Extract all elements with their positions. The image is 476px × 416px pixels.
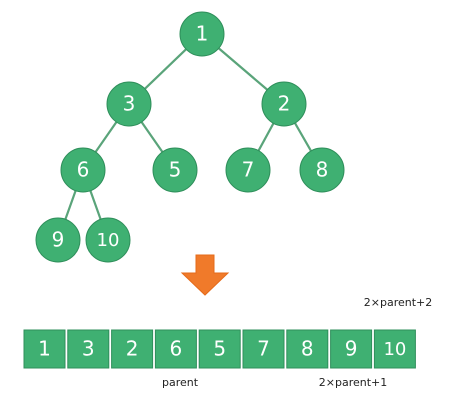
tree-node-label: 3 (123, 92, 136, 116)
index-formula-right-child: 2×parent+2 (364, 296, 433, 309)
tree-edge-n2-n8 (292, 120, 314, 154)
tree-edges (63, 45, 314, 223)
tree-node-5: 5 (152, 147, 198, 193)
tree-node-9: 9 (35, 217, 81, 263)
tree-edge-n3-n5 (139, 119, 165, 155)
array-cell-rect (67, 329, 110, 369)
tree-node-circle (261, 81, 307, 127)
parent-label: parent (162, 376, 199, 389)
tree-node-label: 6 (77, 158, 90, 182)
array-cell-rect (111, 329, 154, 369)
down-arrow-shape (180, 254, 230, 296)
tree-node-circle (106, 81, 152, 127)
array-cells: 1 3 2 6 5 7 8 9 10 (23, 329, 416, 369)
tree-node-label: 1 (196, 22, 209, 46)
tree-edge-n6-n10 (88, 187, 103, 223)
array-cell-label: 9 (345, 337, 358, 361)
tree-edge-n1-n3 (142, 46, 189, 92)
tree-node-circle (179, 11, 225, 57)
array-cell-1: 1 (23, 329, 66, 369)
array-cell-2: 2 (111, 329, 154, 369)
tree-node-circle (152, 147, 198, 193)
tree-edge-n2-n7 (256, 120, 276, 154)
tree-nodes: 1 3 2 6 5 7 8 9 10 (35, 11, 345, 263)
tree-edge-n1-n2 (216, 45, 270, 93)
array-cell-5: 5 (198, 329, 241, 369)
tree-node-label: 9 (52, 228, 65, 252)
tree-node-label: 2 (278, 92, 291, 116)
tree-node-1: 1 (179, 11, 225, 57)
array-cell-rect (154, 329, 197, 369)
array-cell-rect (286, 329, 329, 369)
tree-node-circle (35, 217, 81, 263)
array-cell-label: 3 (82, 337, 95, 361)
tree-node-circle (60, 147, 106, 193)
index-formula-left-child: 2×parent+1 (319, 376, 388, 389)
tree-node-7: 7 (225, 147, 271, 193)
tree-node-label: 10 (97, 230, 120, 251)
tree-node-circle (225, 147, 271, 193)
array-cell-label: 1 (38, 337, 51, 361)
array-cell-label: 8 (301, 337, 314, 361)
array-cell-rect (23, 329, 66, 369)
down-arrow-icon (180, 254, 230, 296)
array-cell-label: 6 (170, 337, 183, 361)
array-cell-3: 3 (67, 329, 110, 369)
tree-node-label: 8 (316, 158, 329, 182)
array-cell-6: 6 (154, 329, 197, 369)
array-cell-label: 2 (126, 337, 139, 361)
array-cell-label: 5 (213, 337, 226, 361)
array-cell-9: 9 (330, 329, 373, 369)
tree-edge-n3-n6 (93, 119, 119, 155)
array-cell-rect (198, 329, 241, 369)
tree-node-circle (299, 147, 345, 193)
tree-edge-n6-n9 (63, 187, 78, 223)
tree-node-6: 6 (60, 147, 106, 193)
tree-node-3: 3 (106, 81, 152, 127)
array-cell-10: 10 (373, 329, 416, 369)
array-cell-8: 8 (286, 329, 329, 369)
array-cell-rect (242, 329, 285, 369)
tree-node-label: 7 (242, 158, 255, 182)
tree-node-label: 5 (169, 158, 182, 182)
tree-node-circle (85, 217, 131, 263)
tree-node-8: 8 (299, 147, 345, 193)
array-cell-rect (330, 329, 373, 369)
array-cell-rect (373, 329, 416, 369)
tree-node-2: 2 (261, 81, 307, 127)
array-cell-label: 10 (383, 339, 406, 360)
array-cell-label: 7 (257, 337, 270, 361)
array-cell-7: 7 (242, 329, 285, 369)
tree-node-10: 10 (85, 217, 131, 263)
